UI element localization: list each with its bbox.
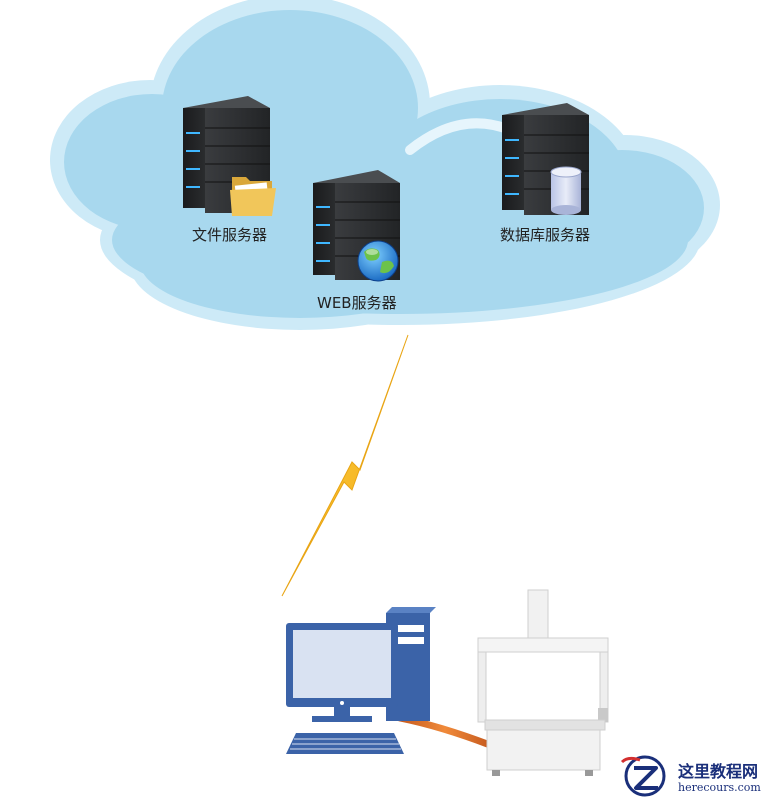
cloud-icon — [50, 0, 720, 330]
measuring-machine-icon[interactable] — [477, 589, 609, 776]
cable-icon — [396, 714, 494, 749]
computer[interactable] — [286, 607, 436, 754]
monitor-icon — [286, 623, 398, 722]
file-server[interactable] — [183, 96, 276, 216]
folder-icon — [230, 177, 276, 216]
db-server[interactable] — [502, 103, 589, 215]
globe-icon — [357, 240, 399, 282]
web-server-label: WEB服务器 — [317, 294, 397, 312]
db-server-label: 数据库服务器 — [500, 226, 591, 244]
watermark-logo-icon — [620, 755, 666, 797]
watermark-url: herecours.com — [678, 781, 761, 794]
lightning-icon — [281, 334, 409, 597]
web-server[interactable] — [313, 170, 400, 282]
watermark-title: 这里教程网 — [678, 762, 759, 781]
file-server-label: 文件服务器 — [192, 226, 268, 244]
database-icon — [550, 166, 582, 215]
watermark: 这里教程网 herecours.com — [616, 752, 763, 800]
keyboard-icon — [286, 733, 404, 754]
